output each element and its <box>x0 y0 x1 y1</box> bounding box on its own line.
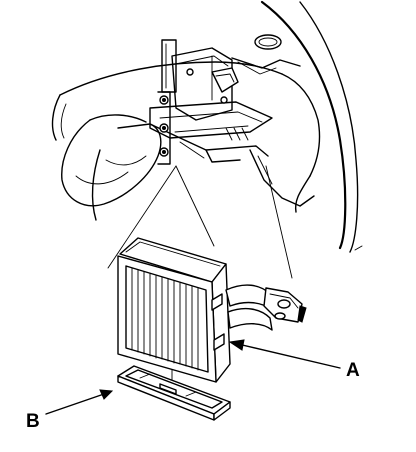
heater-core <box>117 237 307 383</box>
callout-b-label: B <box>26 411 40 432</box>
dashboard-assembly <box>51 0 363 253</box>
heater-core-cover <box>117 365 231 421</box>
heater-core-fins <box>131 267 199 371</box>
callout-b: B <box>26 389 114 432</box>
callout-a-label: A <box>346 360 360 381</box>
callout-a: A <box>228 339 360 381</box>
